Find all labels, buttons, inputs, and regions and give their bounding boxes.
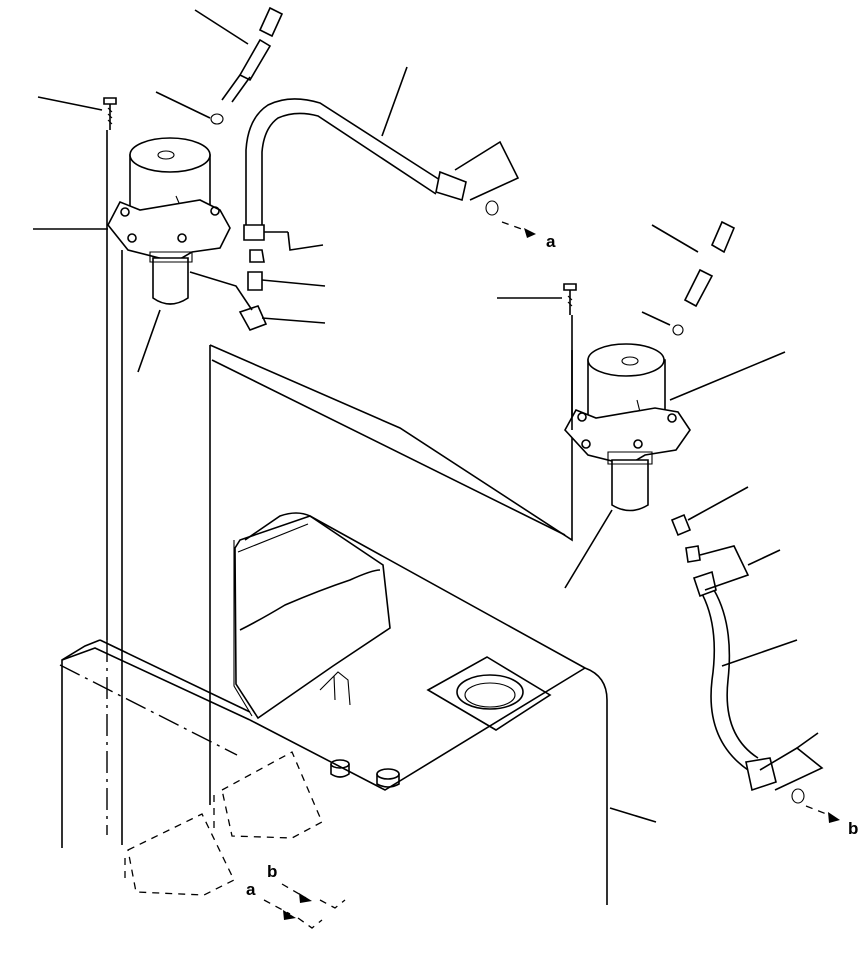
routing-lines — [59, 640, 238, 835]
left-hose — [189, 98, 499, 331]
breather-box — [233, 515, 391, 720]
connection-label-a-bottom: a — [246, 880, 256, 899]
tank-plugs — [330, 759, 400, 788]
connection-arrows — [263, 221, 840, 920]
inspection-plate — [426, 656, 552, 731]
leader-lines — [33, 9, 824, 823]
connection-label-a-top: a — [546, 232, 556, 251]
right-filter-assembly — [563, 220, 736, 512]
connection-label-b-bottom: b — [267, 862, 277, 881]
right-hose — [670, 513, 805, 804]
connection-label-b-right: b — [848, 819, 858, 838]
hydraulic-tank — [61, 344, 608, 905]
mounting-positions-dashed — [124, 751, 346, 929]
left-filter-assembly — [103, 6, 284, 845]
